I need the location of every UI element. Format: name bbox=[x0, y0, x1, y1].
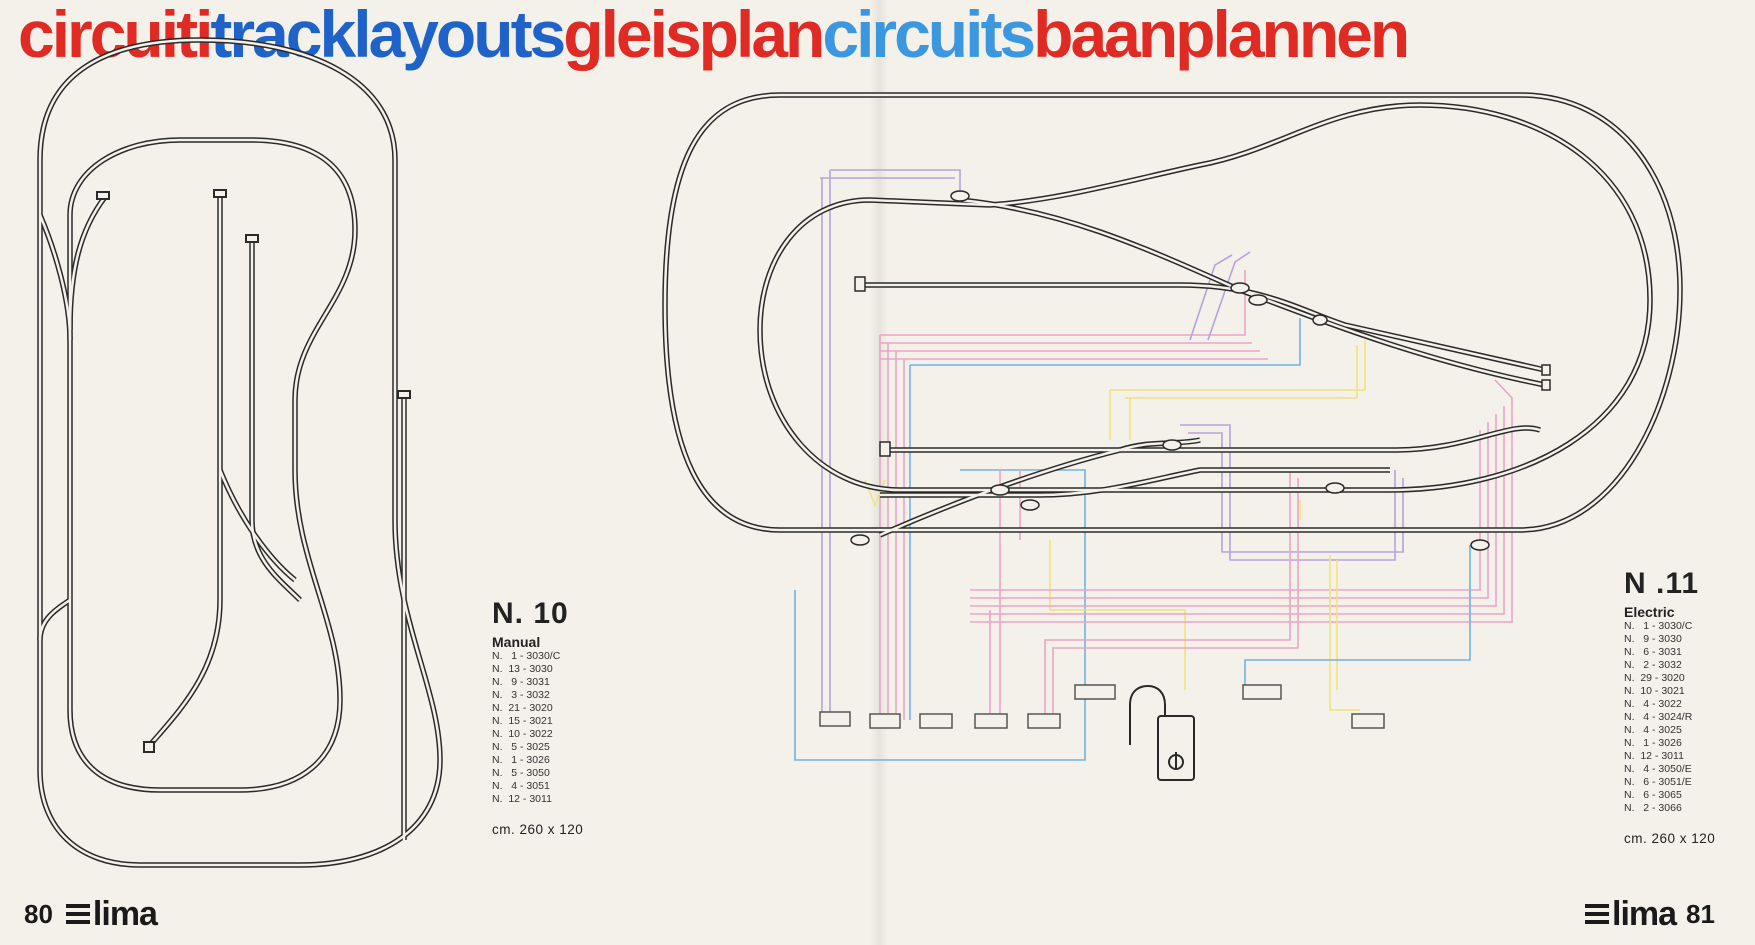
title-word-italian: circuiti bbox=[18, 0, 213, 71]
track-group-n11 bbox=[662, 92, 1683, 538]
part-row: N. 1 - 3030/C bbox=[1624, 620, 1693, 632]
switch-box bbox=[1027, 713, 1061, 729]
page-number-right: 81 bbox=[1686, 898, 1715, 929]
page-title: circuititracklayoutsgleisplancircuitsbaa… bbox=[18, 0, 1410, 74]
buffer-stop bbox=[854, 276, 866, 292]
wire-purple bbox=[1189, 251, 1251, 341]
part-row: N. 6 - 3065 bbox=[1624, 789, 1682, 801]
point-motor bbox=[990, 484, 1010, 496]
plan-number: N. 10 bbox=[492, 597, 569, 630]
switch-box bbox=[1242, 684, 1282, 700]
plan-info-n11: N .11 Electric N. 1 - 3030/C N. 9 - 3030… bbox=[1624, 567, 1716, 847]
brand-logo-text: lima bbox=[92, 895, 158, 933]
wire-pink bbox=[1044, 470, 1299, 720]
part-row: N. 4 - 3022 bbox=[1624, 698, 1682, 710]
parts-list: N. 1 - 3030/C N. 9 - 3030 N. 6 - 3031 N.… bbox=[1624, 620, 1715, 815]
switch-box bbox=[1351, 713, 1385, 729]
part-row: N. 3 - 3032 bbox=[492, 689, 550, 701]
page-spine bbox=[870, 0, 888, 945]
part-row: N. 4 - 3051 bbox=[492, 780, 550, 792]
page-number-left: 80 bbox=[24, 898, 53, 929]
part-row: N. 10 - 3021 bbox=[1624, 685, 1685, 697]
plan-number: N .11 bbox=[1624, 567, 1700, 600]
buffer-stop bbox=[1541, 364, 1551, 376]
control-boxes bbox=[819, 684, 1385, 729]
part-row: N. 5 - 3025 bbox=[492, 741, 550, 753]
part-row: N. 2 - 3066 bbox=[1624, 802, 1682, 814]
part-row: N. 1 - 3030/C bbox=[492, 650, 561, 662]
switch-box bbox=[819, 711, 851, 727]
transformer-icon bbox=[1129, 684, 1195, 781]
brand-logo-text: lima bbox=[1612, 895, 1677, 933]
buffer-stop bbox=[397, 390, 411, 399]
point-motor bbox=[950, 190, 970, 202]
point-motor bbox=[1230, 282, 1250, 294]
part-row: N. 12 - 3011 bbox=[492, 793, 552, 805]
wire-yellow bbox=[1329, 555, 1360, 711]
part-row: N. 21 - 3020 bbox=[492, 702, 553, 714]
part-row: N. 10 - 3022 bbox=[492, 728, 553, 740]
parts-list: N. 1 - 3030/C N. 13 - 3030 N. 9 - 3031 N… bbox=[492, 650, 583, 806]
layout-dimensions: cm. 260 x 120 bbox=[492, 822, 584, 837]
point-motor bbox=[1312, 314, 1328, 326]
buffer-stop bbox=[245, 234, 259, 243]
part-row: N. 1 - 3026 bbox=[1624, 737, 1682, 749]
layout-dimensions: cm. 260 x 120 bbox=[1624, 831, 1716, 846]
part-row: N. 29 - 3020 bbox=[1624, 672, 1685, 684]
part-row: N. 9 - 3031 bbox=[492, 676, 550, 688]
part-row: N. 2 - 3032 bbox=[1624, 659, 1682, 671]
part-row: N. 4 - 3025 bbox=[1624, 724, 1682, 736]
title-word-german-1: gleis bbox=[563, 0, 701, 71]
part-row: N. 5 - 3050 bbox=[492, 767, 550, 779]
wire-pink bbox=[970, 379, 1513, 720]
title-word-french: circuits bbox=[822, 0, 1036, 71]
part-row: N. 1 - 3026 bbox=[492, 754, 550, 766]
part-row: N. 9 - 3030 bbox=[1624, 633, 1682, 645]
buffer-stop bbox=[879, 441, 891, 457]
part-row: N. 4 - 3050/E bbox=[1624, 763, 1692, 775]
plan-info-n10: N. 10 Manual N. 1 - 3030/C N. 13 - 3030 … bbox=[492, 597, 584, 838]
wire-blue bbox=[1244, 545, 1471, 690]
title-word-german-2: plan bbox=[698, 0, 826, 71]
point-motor bbox=[1470, 539, 1490, 551]
switch-box bbox=[869, 713, 901, 729]
point-motor bbox=[1248, 294, 1268, 306]
buffer-stop bbox=[143, 741, 155, 753]
part-row: N. 15 - 3021 bbox=[492, 715, 553, 727]
point-motor bbox=[1325, 482, 1345, 494]
buffer-stop bbox=[1541, 379, 1551, 391]
buffer-stop bbox=[96, 191, 110, 200]
plan-mode: Manual bbox=[492, 634, 541, 650]
footer-left: 80 lima bbox=[24, 895, 158, 933]
part-row: N. 12 - 3011 bbox=[1624, 750, 1684, 762]
switch-box bbox=[974, 713, 1008, 729]
wire-blue bbox=[794, 318, 1301, 761]
footer-right: lima 81 bbox=[1584, 896, 1715, 932]
wiring-group bbox=[794, 169, 1513, 761]
switch-box bbox=[1074, 684, 1116, 700]
switch-box bbox=[919, 713, 953, 729]
lima-logo-icon bbox=[65, 904, 90, 924]
plan-mode: Electric bbox=[1624, 604, 1675, 620]
point-motor bbox=[850, 534, 870, 546]
point-motor bbox=[1162, 439, 1182, 451]
title-word-dutch: baanplannen bbox=[1033, 0, 1410, 71]
part-row: N. 4 - 3024/R bbox=[1624, 711, 1693, 723]
part-row: N. 6 - 3031 bbox=[1624, 646, 1682, 658]
part-row: N. 6 - 3051/E bbox=[1624, 776, 1692, 788]
title-word-english: tracklayouts bbox=[210, 0, 566, 71]
wire-yellow bbox=[864, 340, 1366, 690]
track-layout-n10 bbox=[37, 37, 443, 868]
point-motor bbox=[1020, 499, 1040, 511]
wire-purple bbox=[820, 169, 961, 720]
part-row: N. 13 - 3030 bbox=[492, 663, 553, 675]
lima-logo-icon bbox=[1585, 904, 1609, 924]
buffer-stop bbox=[213, 189, 227, 198]
